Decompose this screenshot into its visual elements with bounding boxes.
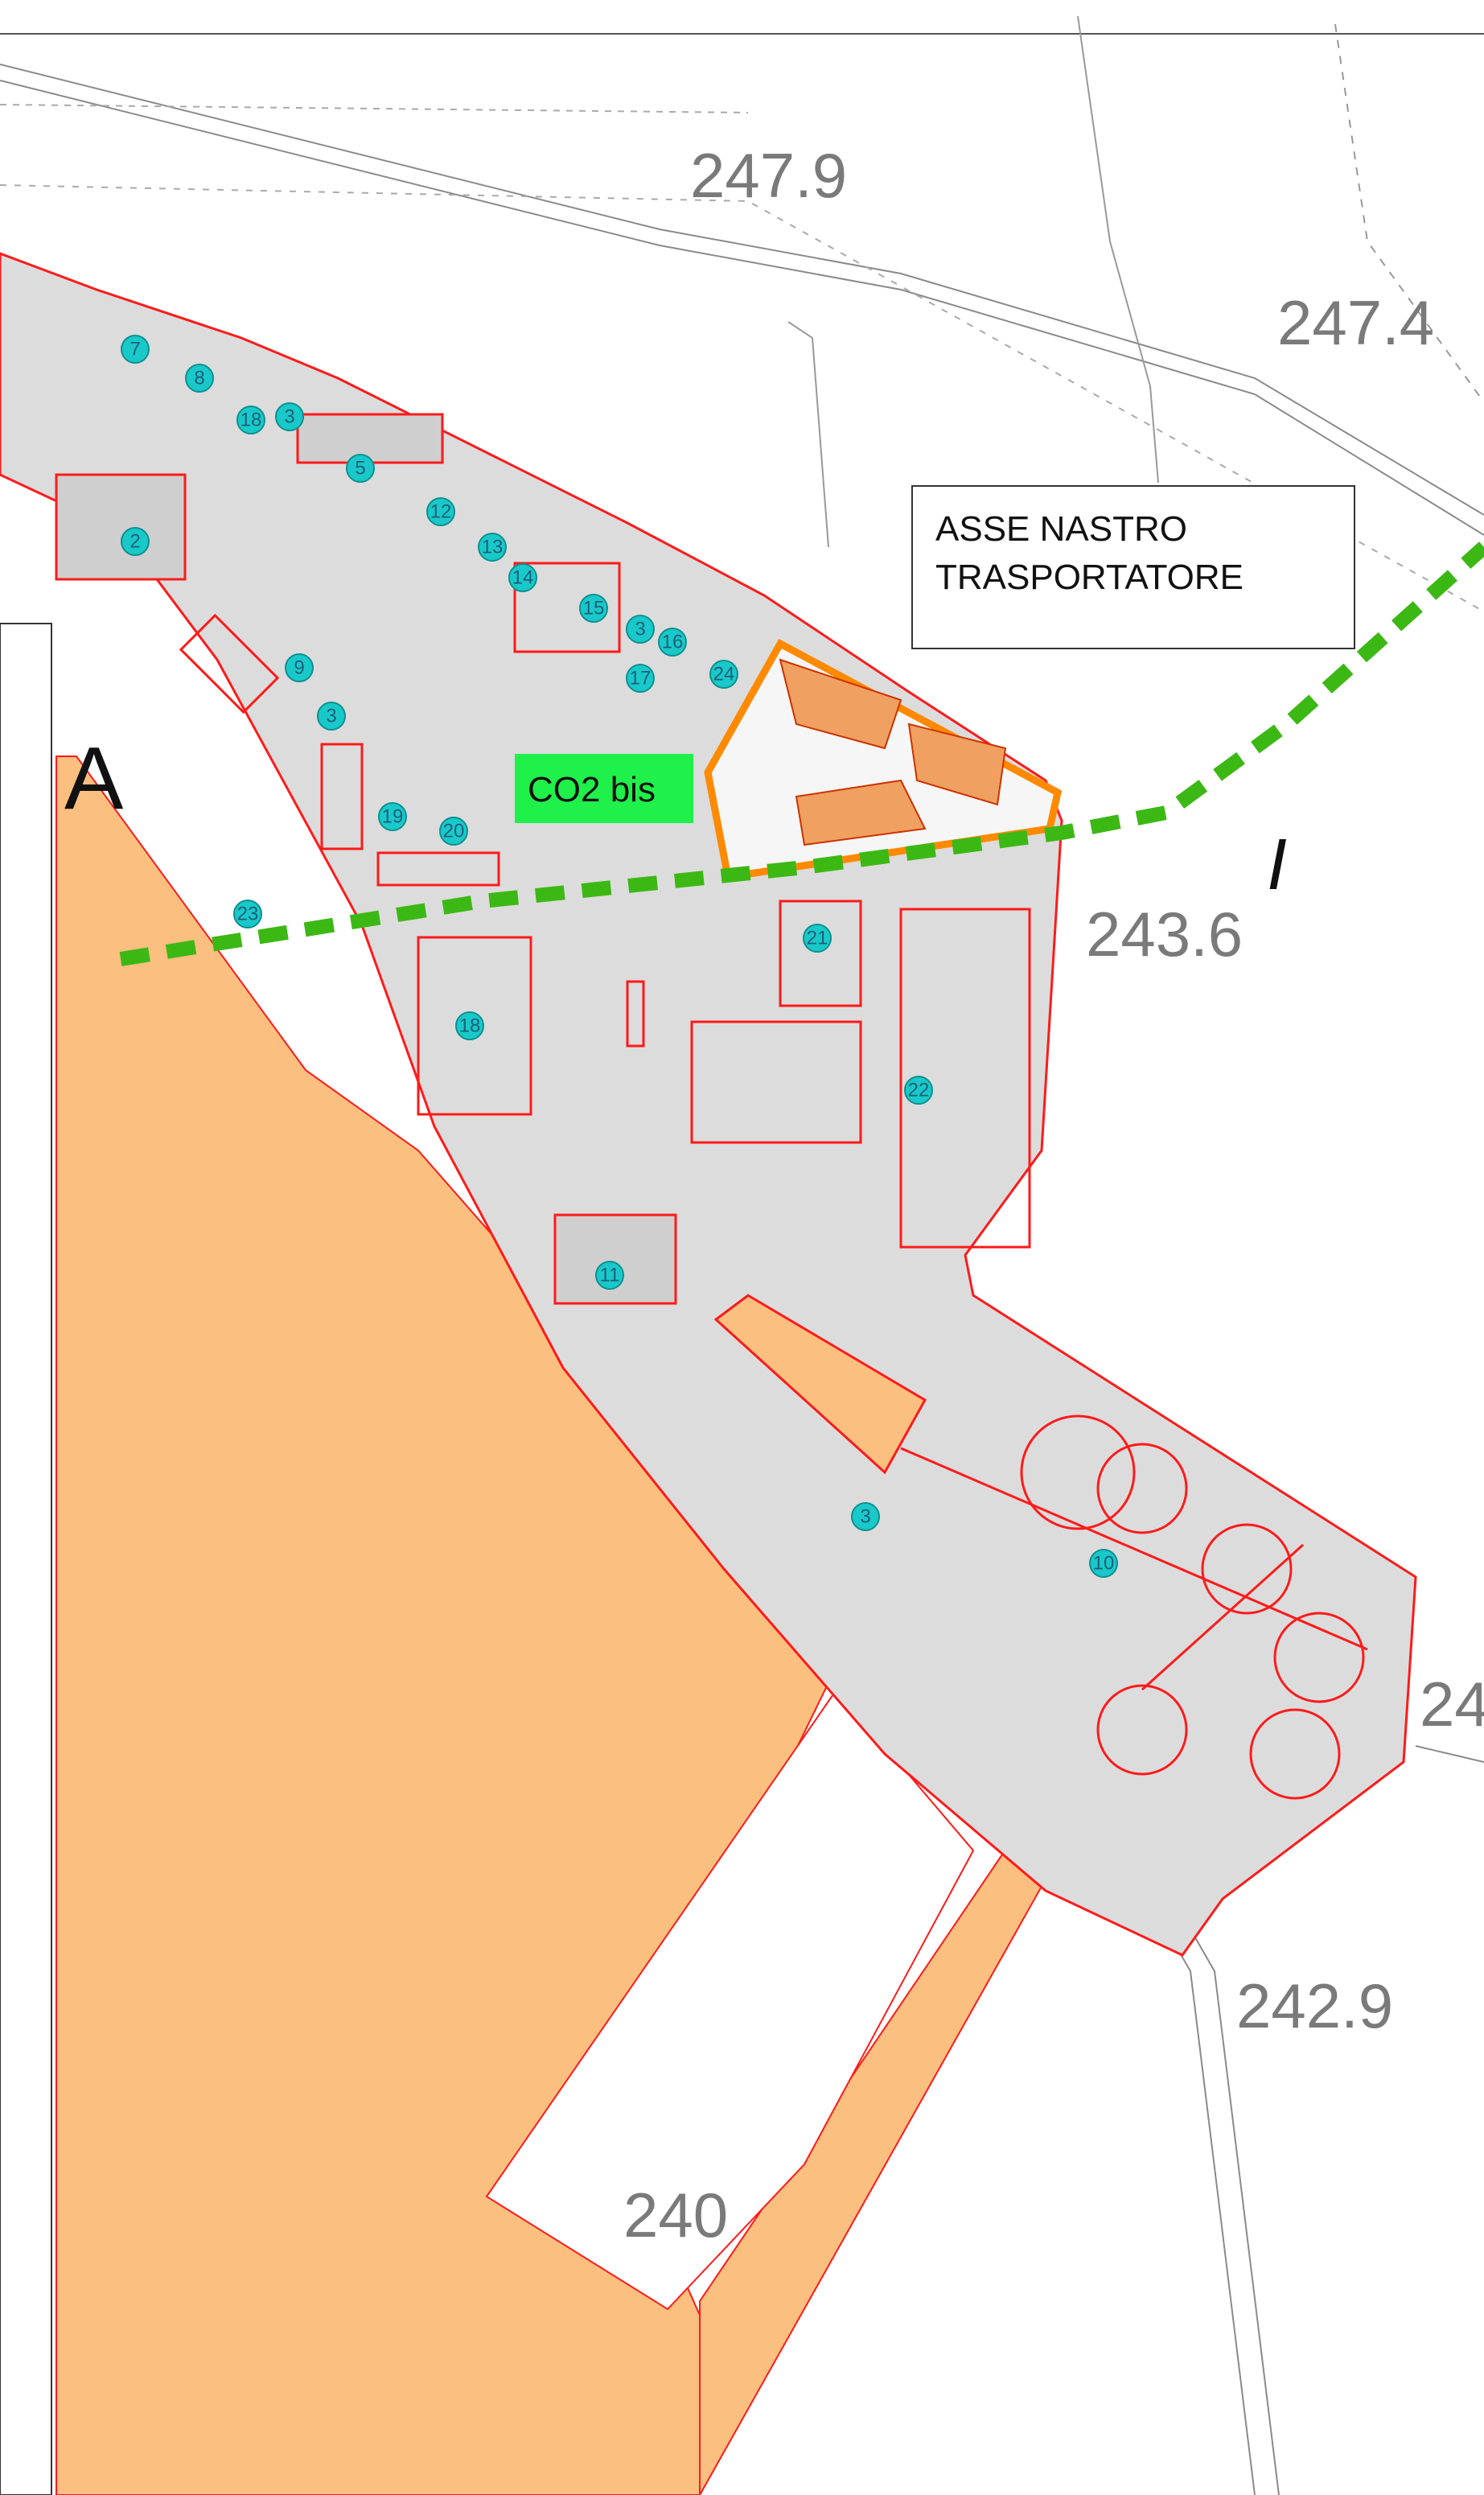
conveyor-axis-label: ASSE NASTRO TRASPORTATORE: [911, 485, 1355, 649]
equipment-marker-label: 12: [430, 501, 452, 523]
equipment-marker: [851, 1502, 880, 1531]
equipment-marker: [658, 628, 687, 657]
equipment-marker: [803, 924, 832, 953]
equipment-marker: [439, 817, 468, 846]
equipment-marker: [275, 402, 304, 431]
equipment-marker-label: 3: [635, 619, 645, 640]
equipment-marker-label: 3: [326, 706, 336, 727]
conveyor-axis-label-line2: TRASPORTATORE: [935, 558, 1244, 597]
equipment-marker: [426, 497, 455, 526]
equipment-marker: [346, 454, 375, 483]
equipment-marker: [121, 527, 150, 556]
partial-letter-left: A: [64, 729, 124, 828]
equipment-marker-label: 7: [129, 339, 140, 360]
equipment-marker: [709, 660, 738, 689]
white-pad: [485, 1688, 975, 2311]
equipment-marker-label: 21: [807, 928, 828, 949]
co2-label-text: CO2 bis: [528, 770, 656, 809]
equipment-marker-label: 15: [583, 598, 605, 620]
elevation-label: 242.9: [1236, 1970, 1393, 2041]
equipment-marker-label: 18: [459, 1015, 481, 1037]
equipment-markers: 2333357891011121314151617181819202122232…: [121, 335, 1118, 1578]
equipment-marker-label: 22: [908, 1080, 930, 1101]
equipment-marker-label: 20: [443, 821, 465, 842]
equipment-marker-label: 9: [294, 657, 304, 679]
equipment-marker: [595, 1261, 624, 1290]
equipment-marker-label: 16: [662, 632, 684, 653]
equipment-marker-label: 17: [630, 668, 652, 690]
equipment-marker: [185, 364, 214, 393]
co2-fans: [779, 658, 1007, 846]
equipment-marker-label: 3: [284, 406, 294, 428]
equipment-marker-label: 13: [482, 537, 504, 558]
equipment-marker: [626, 664, 655, 693]
equipment-drawings: [55, 413, 1368, 1800]
elevation-label: 247.9: [690, 140, 847, 211]
elevation-label: 24: [1420, 1669, 1484, 1740]
equipment-marker: [121, 335, 150, 364]
equipment-marker: [478, 533, 507, 562]
equipment-marker-label: 19: [382, 806, 404, 828]
equipment-marker-label: 8: [194, 368, 204, 389]
equipment-marker-label: 18: [240, 410, 262, 431]
conveyor-axis-label-line1: ASSE NASTRO: [935, 509, 1187, 549]
conveyor-wedge: [713, 1294, 927, 1475]
equipment-marker: [455, 1011, 484, 1040]
equipment-marker-label: 10: [1093, 1553, 1115, 1575]
equipment-marker-label: 11: [600, 1265, 620, 1287]
partial-letter-right: I: [1267, 825, 1287, 905]
equipment-marker-label: 24: [713, 664, 735, 686]
elevation-label: 247.4: [1277, 287, 1434, 358]
equipment-marker: [508, 563, 537, 592]
elevation-label: 240: [623, 2180, 728, 2250]
equipment-marker: [285, 653, 314, 682]
conveyor-axis-line: [119, 541, 1484, 966]
site-area: [0, 252, 1417, 1957]
equipment-marker-label: 2: [129, 531, 140, 553]
left-frame: [0, 623, 52, 2495]
equipment-marker-label: 3: [860, 1506, 870, 1528]
elevation-label: 243.6: [1086, 899, 1243, 970]
equipment-marker-label: 5: [355, 458, 365, 480]
equipment-marker: [378, 802, 407, 831]
equipment-marker: [904, 1076, 933, 1105]
equipment-marker: [1089, 1549, 1118, 1578]
equipment-marker: [236, 406, 265, 434]
equipment-marker: [626, 615, 655, 644]
co2-label: CO2 bis: [515, 754, 693, 823]
equipment-marker: [579, 594, 608, 623]
equipment-marker-label: 14: [512, 567, 534, 589]
equipment-marker: [317, 702, 346, 731]
equipment-marker-label: 23: [237, 904, 259, 925]
road-top: [0, 15, 1484, 612]
equipment-marker: [233, 900, 262, 928]
